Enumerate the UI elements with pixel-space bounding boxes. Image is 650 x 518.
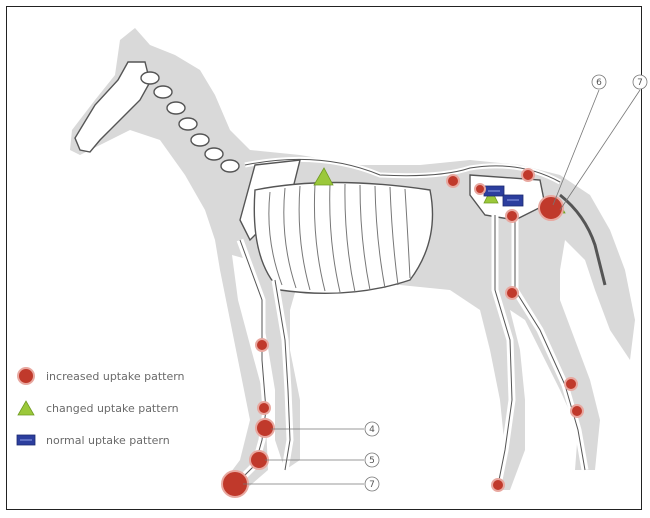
increased-uptake-point [447, 175, 459, 187]
legend-changed: changed uptake pattern [16, 398, 179, 418]
legend-changed-label: changed uptake pattern [46, 402, 179, 415]
callout-label-4: 4 [369, 425, 375, 435]
increased-uptake-icon [16, 366, 36, 386]
normal-uptake-icon [16, 430, 36, 450]
changed-uptake-icon [16, 398, 36, 418]
increased-uptake-point [506, 287, 518, 299]
callout-label-5: 5 [369, 456, 375, 466]
legend-normal: normal uptake pattern [16, 430, 170, 450]
increased-uptake-point [522, 169, 534, 181]
increased-uptake-point [539, 196, 563, 220]
increased-uptake-point [258, 402, 270, 414]
callout-label-6: 6 [596, 78, 602, 88]
legend-increased: increased uptake pattern [16, 366, 185, 386]
legend-increased-label: increased uptake pattern [46, 370, 185, 383]
increased-uptake-point [256, 419, 274, 437]
increased-uptake-point [475, 184, 485, 194]
callout-label-7: 7 [637, 78, 643, 88]
callout-label-7-lower: 7 [369, 480, 375, 490]
increased-uptake-point [565, 378, 577, 390]
increased-uptake-point [492, 479, 504, 491]
increased-uptake-point [256, 339, 268, 351]
increased-uptake-point [506, 210, 518, 222]
increased-uptake-point [571, 405, 583, 417]
legend-normal-label: normal uptake pattern [46, 434, 170, 447]
